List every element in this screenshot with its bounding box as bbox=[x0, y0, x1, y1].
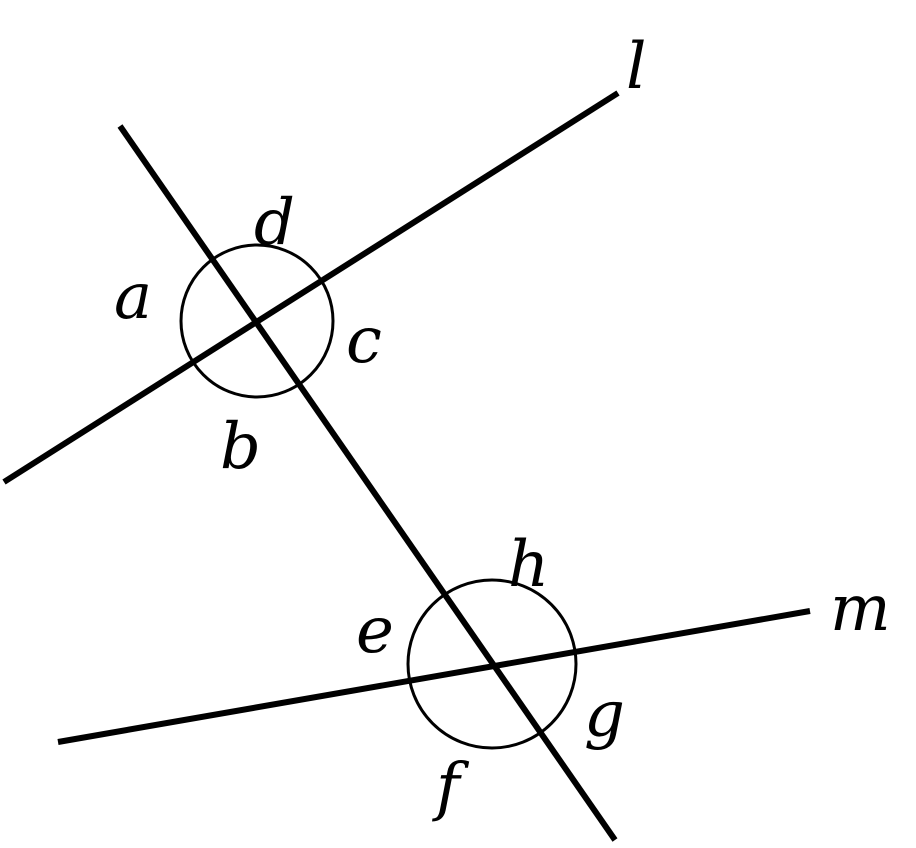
label-angle-f: f bbox=[432, 750, 470, 824]
label-angle-d: d bbox=[254, 186, 295, 260]
angle-arc-lower bbox=[406, 578, 578, 750]
label-angle-e: e bbox=[356, 594, 394, 668]
angle-arc-upper bbox=[179, 243, 335, 399]
transversal bbox=[117, 124, 618, 842]
label-angle-b: b bbox=[220, 410, 261, 484]
label-angle-h: h bbox=[508, 528, 549, 602]
label-line-l: l bbox=[626, 30, 646, 104]
line-l bbox=[2, 90, 620, 485]
label-angle-a: a bbox=[114, 260, 152, 334]
label-angle-g: g bbox=[584, 678, 625, 752]
line-m bbox=[57, 608, 811, 745]
label-angle-c: c bbox=[346, 304, 382, 378]
label-line-m: m bbox=[830, 572, 891, 646]
